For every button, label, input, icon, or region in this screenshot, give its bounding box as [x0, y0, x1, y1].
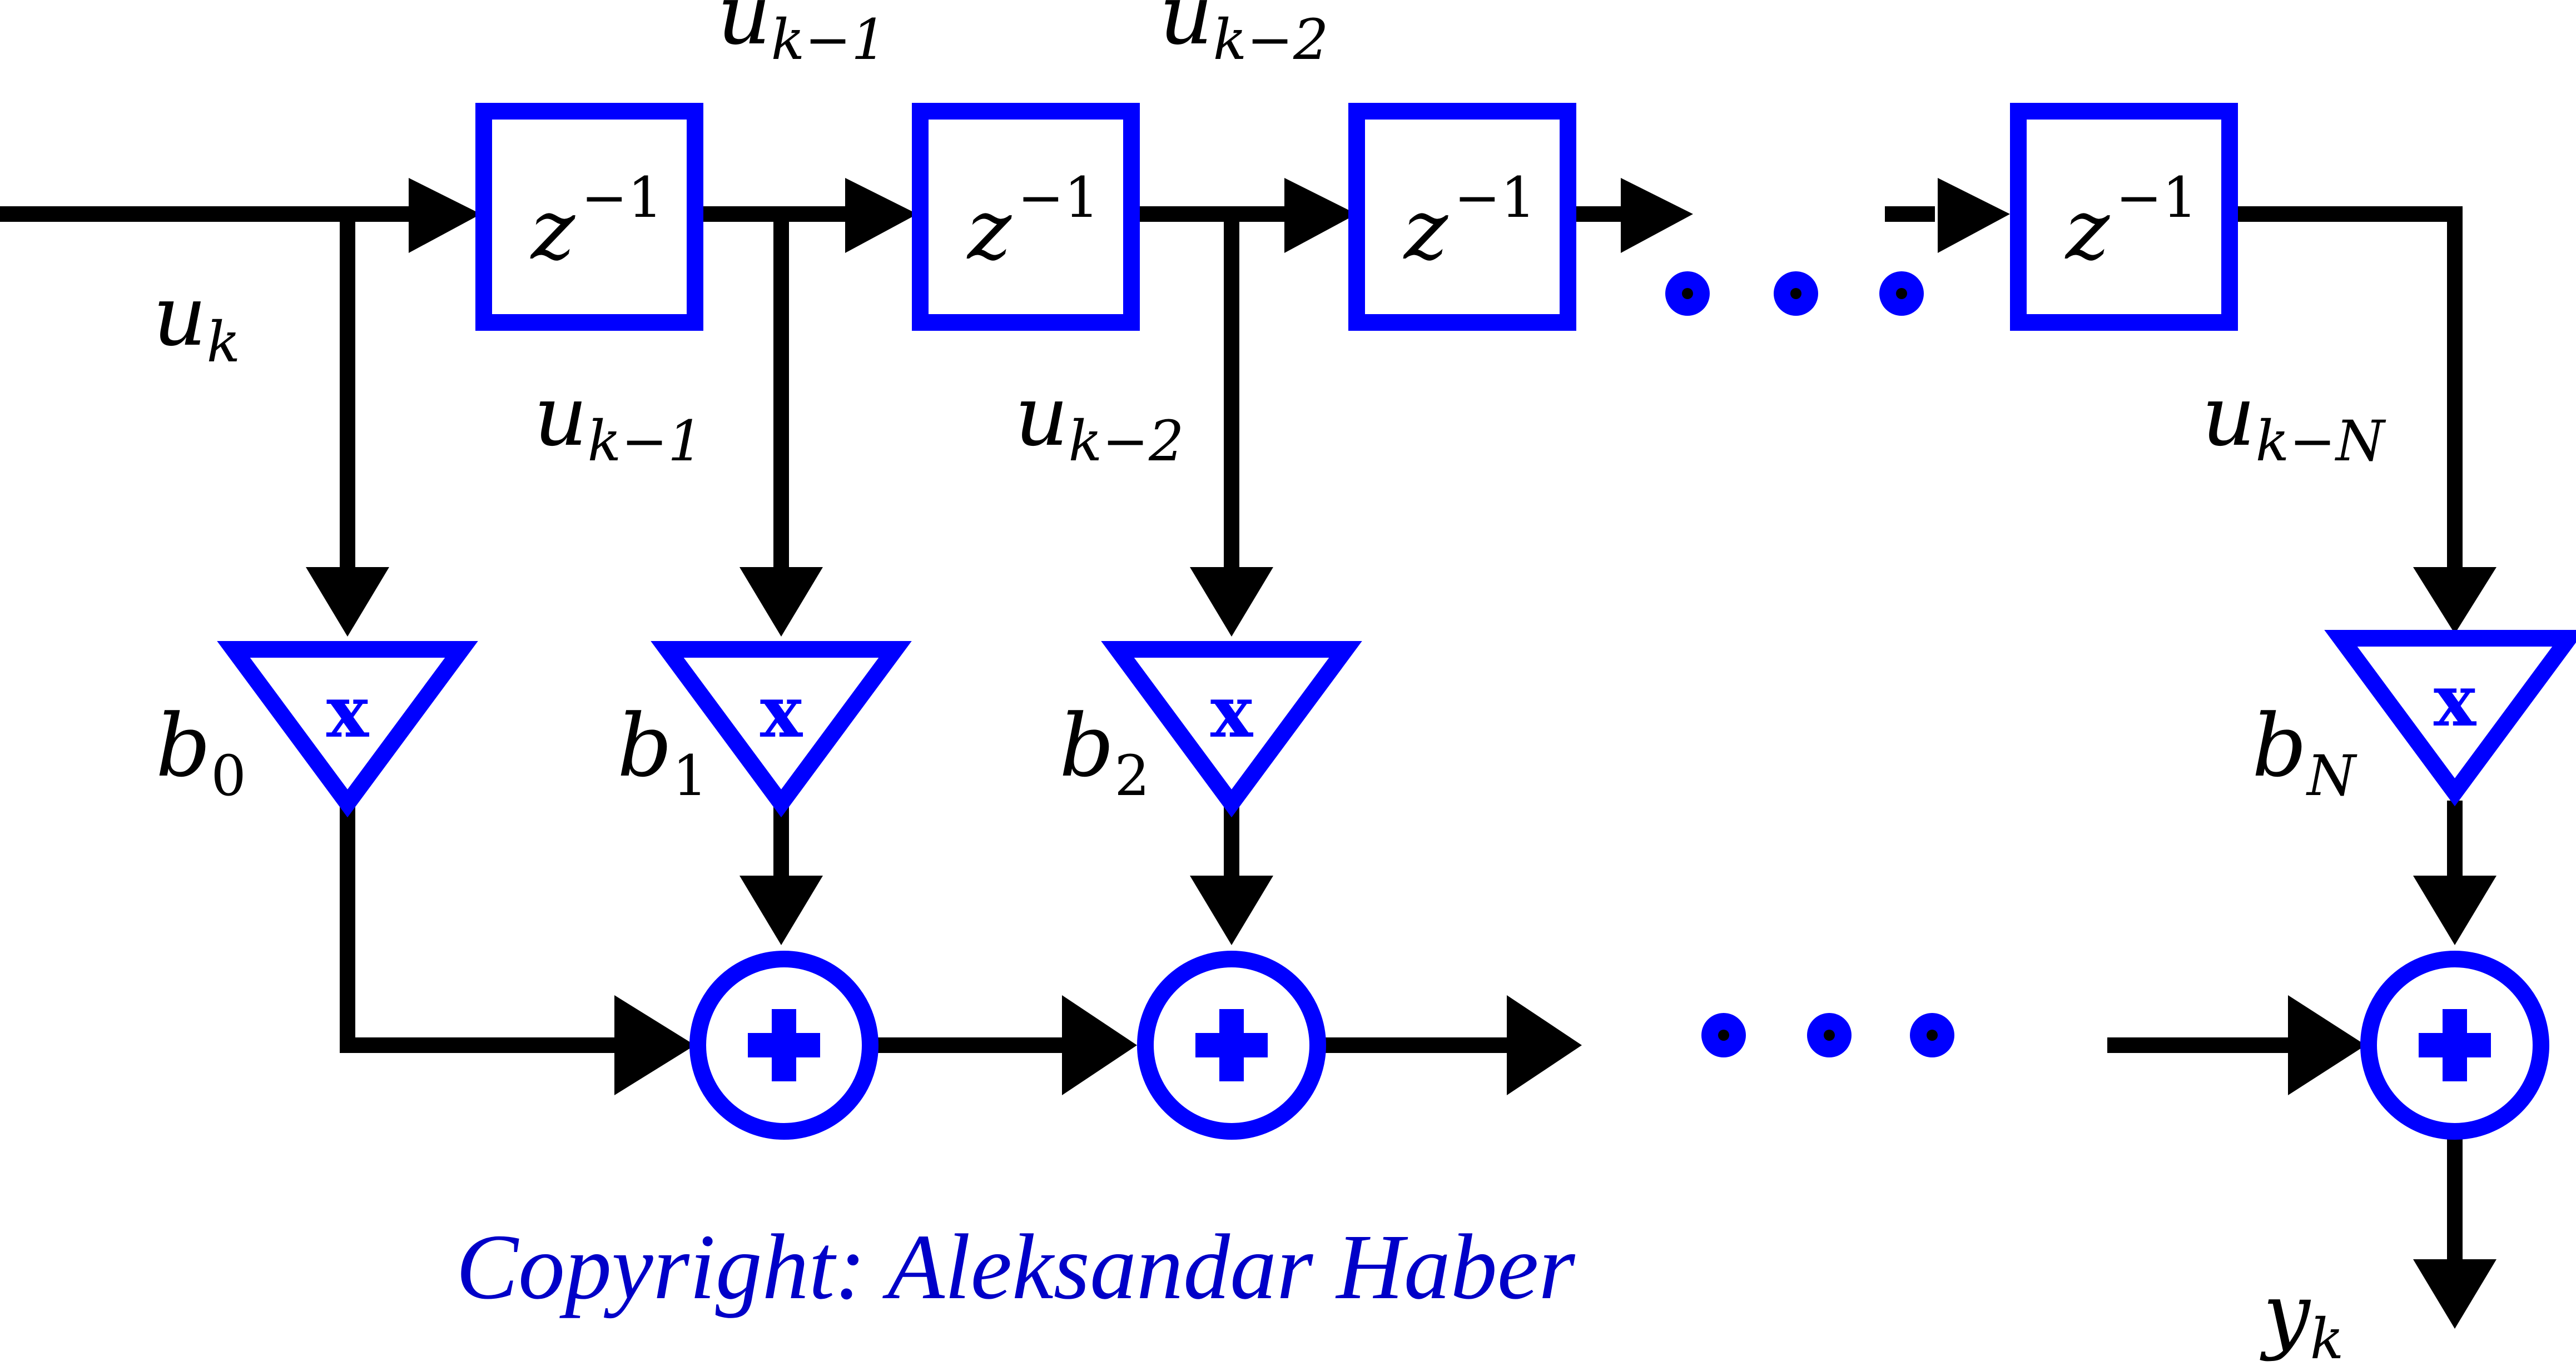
multiplier-2-symbol: x: [1210, 670, 1254, 754]
delay-block-1: z −1: [475, 103, 703, 331]
label-u-k-minus-1-top: uk−1: [717, 0, 887, 72]
arrowhead: [409, 178, 481, 253]
arrowhead: [1507, 995, 1582, 1095]
arrowhead: [2413, 567, 2496, 634]
multiplier-0-symbol: x: [326, 670, 370, 754]
arrowhead: [1062, 995, 1137, 1095]
label-b0: b0: [156, 696, 246, 808]
arrowhead: [739, 567, 823, 637]
arrowhead: [2413, 1259, 2496, 1329]
delay-2-exponent: −1: [1018, 165, 1099, 230]
multiplier-1: x: [651, 641, 912, 818]
label-u-k-minus-1: uk−1: [534, 368, 703, 474]
label-u-k-minus-2-top: uk−2: [1159, 0, 1329, 72]
label-u-k: uk: [153, 268, 240, 375]
delay-1-base: z: [530, 182, 575, 279]
arrowhead: [1284, 178, 1357, 253]
arrowhead: [614, 995, 695, 1095]
multiplier-N: x: [2324, 630, 2576, 807]
multiplier-1-symbol: x: [760, 670, 803, 754]
delay-2-base: z: [966, 182, 1012, 279]
adder-N: [2360, 951, 2549, 1140]
wire-mult-0-out: [340, 803, 623, 1053]
delay-4-base: z: [2064, 182, 2110, 279]
ellipsis-dots-bottom: [1701, 1013, 1954, 1057]
label-b1: b1: [617, 696, 708, 808]
arrowhead: [845, 178, 917, 253]
delay-3-base: z: [1403, 182, 1448, 279]
delay-3-exponent: −1: [1454, 165, 1536, 230]
copyright-text: Copyright: Aleksandar Haber: [456, 1215, 1575, 1319]
multiplier-0: x: [217, 641, 478, 818]
ellipsis-dots-top: [1665, 271, 1924, 316]
arrowhead: [1190, 876, 1273, 945]
label-bN: bN: [2252, 696, 2357, 808]
label-b2: b2: [1059, 696, 1150, 808]
arrowheads: [306, 178, 2496, 1329]
adder-2: [1137, 951, 1326, 1140]
delay-4-exponent: −1: [2116, 165, 2197, 230]
arrowhead: [739, 876, 823, 945]
label-u-k-minus-N: uk−N: [2202, 368, 2386, 474]
wire-delay-4-out: [2232, 206, 2463, 581]
arrowhead: [2288, 995, 2366, 1095]
arrowhead: [1938, 178, 2010, 253]
label-y-k: yk: [2260, 1266, 2344, 1371]
delay-1-exponent: −1: [581, 165, 663, 230]
arrowhead: [1190, 567, 1273, 637]
multiplier-N-symbol: x: [2434, 659, 2477, 743]
delay-block-2: z −1: [912, 103, 1140, 331]
adder-1: [689, 951, 878, 1140]
arrowhead: [306, 567, 389, 637]
delay-block-4: z −1: [2010, 103, 2238, 331]
delay-block-3: z −1: [1348, 103, 1576, 331]
multiplier-2: x: [1101, 641, 1362, 818]
label-u-k-minus-2: uk−2: [1015, 368, 1184, 474]
arrowhead: [2413, 876, 2496, 945]
arrowhead: [1621, 178, 1693, 253]
